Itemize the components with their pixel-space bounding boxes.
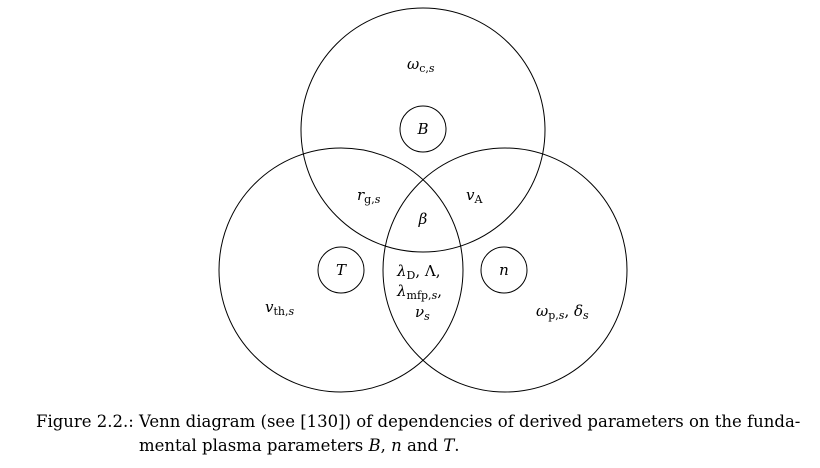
label-v-th: vth,s <box>265 298 295 318</box>
caption-line2-prefix: mental plasma parameters <box>139 436 369 455</box>
label-n: n <box>499 261 509 279</box>
caption-text: Venn diagram (see [130]) of dependencies… <box>139 410 801 458</box>
label-omega-c: ωc,s <box>407 55 435 75</box>
caption-sep-1: , <box>380 436 392 455</box>
caption-line-1: Venn diagram (see [130]) of dependencies… <box>139 412 801 431</box>
caption-sep-2: and <box>401 436 444 455</box>
caption-var-b: B <box>368 436 381 455</box>
caption-label: Figure 2.2.: <box>36 412 134 431</box>
caption-line-2: mental plasma parameters B, n and T. <box>139 434 796 458</box>
label-b: B <box>416 120 428 138</box>
core-circle-t <box>317 246 365 294</box>
set-circle-b <box>300 7 546 253</box>
label-lambda-d: λD, Λ, <box>396 262 440 282</box>
label-lambda-mfp: λmfp,s, <box>396 282 442 302</box>
label-v-a: vA <box>466 186 483 206</box>
venn-diagram: ωc,s B rg,s vA β T n vth,s ωp,s, δs λD, … <box>218 7 628 393</box>
core-circle-b <box>399 105 447 153</box>
set-circle-n <box>382 147 628 393</box>
figure-caption: Figure 2.2.: Venn diagram (see [130]) of… <box>36 410 801 458</box>
core-circle-n <box>480 246 528 294</box>
caption-end: . <box>454 436 460 455</box>
label-beta: β <box>418 210 428 228</box>
set-circle-t <box>218 147 464 393</box>
label-r-g: rg,s <box>357 186 381 206</box>
caption-var-n: n <box>391 436 402 455</box>
label-t: T <box>336 261 347 279</box>
label-nu: νs <box>415 303 430 323</box>
caption-var-t: T <box>443 436 455 455</box>
label-omega-p-delta: ωp,s, δs <box>536 302 589 322</box>
